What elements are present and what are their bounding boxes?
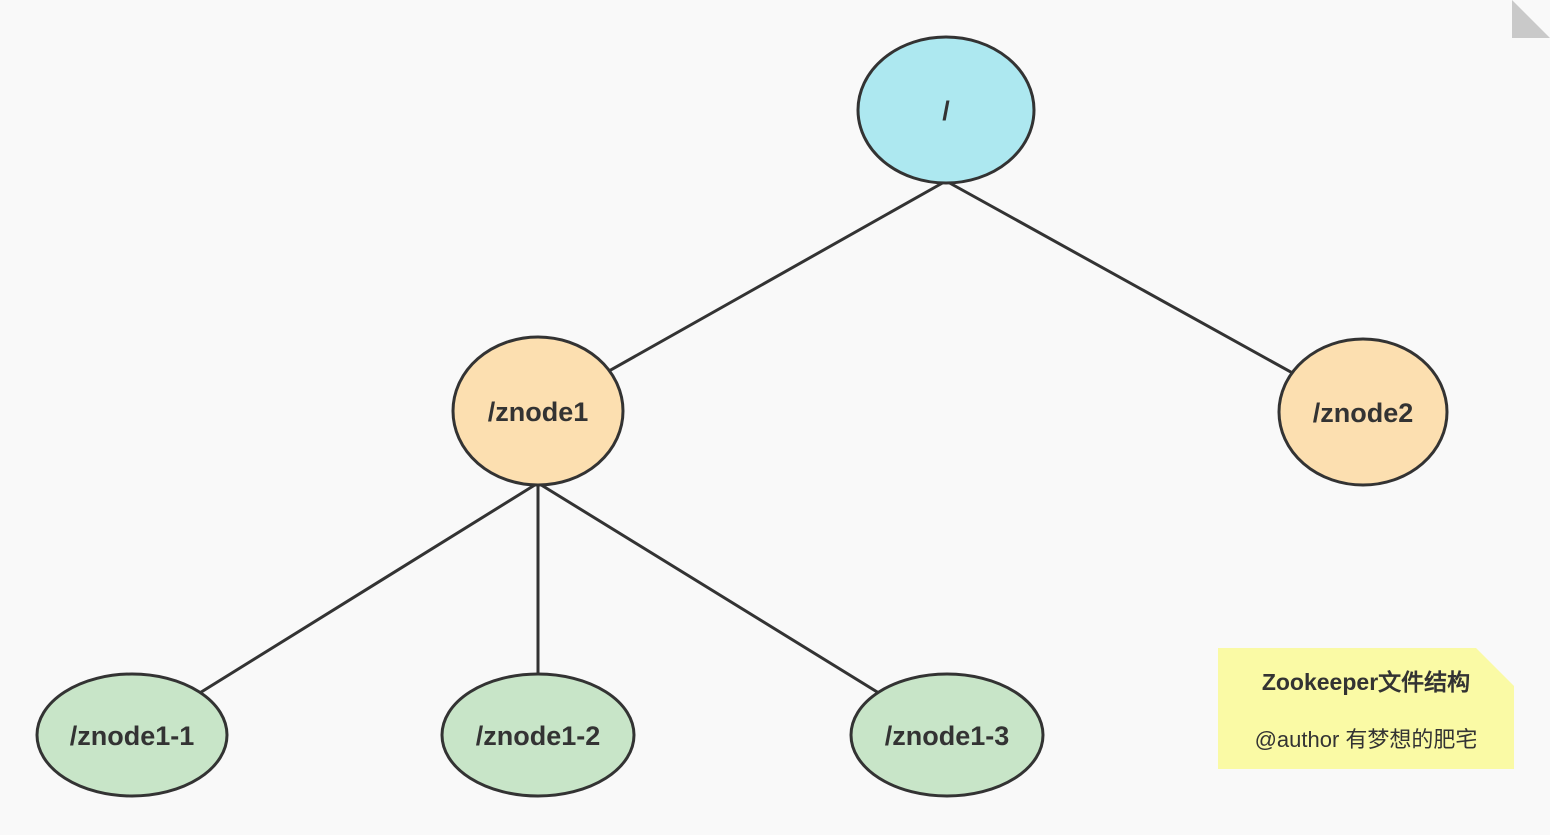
tree-node-label-znode1-3: /znode1-3 bbox=[885, 721, 1010, 751]
tree-node-znode1-3 bbox=[849, 672, 1045, 798]
tree-node-label-znode1: /znode1 bbox=[488, 397, 589, 427]
tree-nodes-layer: / /znode1/znode2/znode1-1/znode1-2/znode1… bbox=[35, 35, 1449, 798]
tree-node-root bbox=[856, 35, 1036, 185]
tree-node-label-znode1-1: /znode1-1 bbox=[70, 721, 195, 751]
sticky-note-author: @author 有梦想的肥宅 bbox=[1254, 727, 1478, 752]
tree-node-znode1-1 bbox=[35, 672, 229, 798]
tree-node-label-znode2: /znode2 bbox=[1313, 398, 1414, 428]
sticky-note-title: Zookeeper文件结构 bbox=[1261, 669, 1471, 695]
tree-node-znode2 bbox=[1277, 337, 1449, 487]
sticky-note: Zookeeper文件结构 @author 有梦想的肥宅 bbox=[1218, 648, 1514, 769]
tree-node-label-znode1-2: /znode1-2 bbox=[476, 721, 601, 751]
tree-node-znode1 bbox=[451, 335, 625, 487]
tree-node-label-root: / bbox=[942, 96, 950, 126]
tree-node-znode1-2 bbox=[440, 672, 636, 798]
tree-edges-layer bbox=[130, 179, 1365, 737]
